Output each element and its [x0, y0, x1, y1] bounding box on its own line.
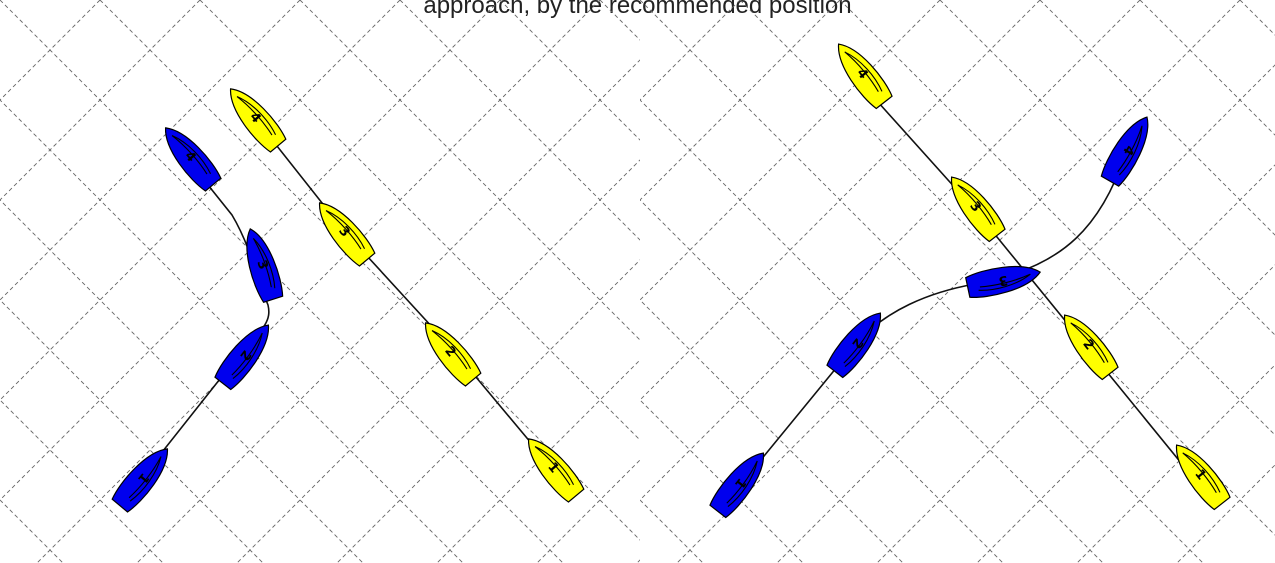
- grid-line: [37, 0, 600, 563]
- left-diagram-blue-boat-1: 1: [110, 441, 177, 514]
- grid-line: [300, 0, 863, 563]
- left-diagram-yellow-boat-2: 2: [416, 315, 483, 388]
- right-diagram-yellow-boat-2: 2: [1054, 307, 1120, 381]
- tracks: [140, 82, 1195, 500]
- grid-line: [140, 0, 703, 563]
- grid-line: [40, 0, 603, 563]
- grid-line: [1077, 0, 1275, 563]
- grid-line: [0, 0, 63, 563]
- grid-line: [240, 0, 803, 563]
- grid-line: [0, 0, 563, 563]
- grid-line: [0, 0, 200, 563]
- right-diagram-blue-boat-2: 2: [825, 305, 891, 379]
- grid-line: [1240, 0, 1275, 563]
- grid-line: [0, 0, 140, 563]
- left-diagram-blue-boat-2: 2: [213, 317, 279, 391]
- grid-line: [137, 0, 700, 563]
- grid-line: [337, 0, 900, 563]
- left-diagram-yellow-boat-4: 4: [221, 81, 288, 154]
- grid-line: [0, 0, 240, 563]
- left-diagram-blue-boat-3: 3: [238, 225, 286, 303]
- left-diagram-yellow-boat-1: 1: [519, 431, 586, 504]
- grid-line: [637, 0, 1200, 563]
- right-diagram-blue-boat-4: 4: [1099, 111, 1159, 188]
- right-diagram-yellow-boat-1: 1: [1166, 437, 1232, 511]
- left-yellow-track: [258, 122, 552, 468]
- right-diagram-blue-boat-3: 3: [965, 259, 1043, 300]
- grid-line: [0, 0, 503, 563]
- grid-line: [0, 0, 340, 563]
- grid-line: [437, 0, 1000, 563]
- grid-line: [200, 0, 763, 563]
- grid-line: [0, 0, 500, 563]
- grid-line: [237, 0, 800, 563]
- left-diagram-blue-boat-4: 4: [156, 120, 223, 193]
- left-diagram-yellow-boat-3: 3: [310, 195, 377, 268]
- grid-line: [1040, 0, 1275, 563]
- grid-line: [0, 0, 40, 563]
- right-diagram-yellow-boat-3: 3: [941, 169, 1007, 243]
- right-diagram-yellow-boat-4: 4: [828, 36, 894, 110]
- grid-line: [640, 0, 1203, 563]
- grid-line: [440, 0, 1003, 563]
- grid-line: [677, 0, 1240, 563]
- grid-line: [1000, 0, 1275, 563]
- grid-line: [0, 0, 463, 563]
- grid-line: [0, 0, 400, 563]
- right-diagram-blue-boat-1: 1: [708, 445, 774, 519]
- grid-line: [0, 0, 363, 563]
- grid-line: [0, 0, 440, 563]
- left-blue-track: [140, 160, 269, 480]
- grid-line: [340, 0, 903, 563]
